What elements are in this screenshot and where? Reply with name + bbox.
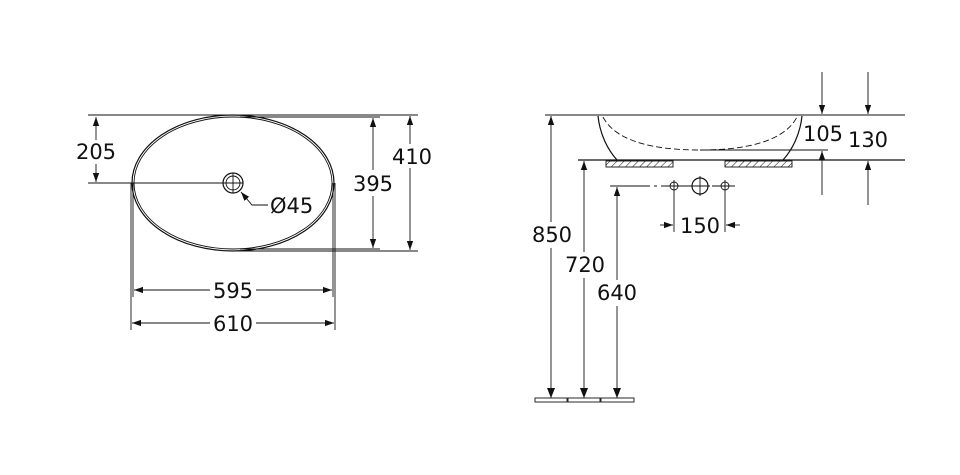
plan-view: Ø45 205 395 410 595 610	[76, 114, 432, 336]
counter-section-right	[724, 160, 793, 168]
dim-inner-width: 595	[213, 279, 253, 303]
dim-rim-height: 850	[532, 223, 572, 247]
dim-counter-height: 720	[565, 253, 605, 277]
dim-drain-offset: 205	[76, 140, 116, 164]
dim-inner-height: 105	[803, 122, 843, 146]
drain-icon	[222, 172, 244, 194]
dim-inner-depth: 395	[353, 172, 393, 196]
basin-inner-dashed	[602, 116, 798, 151]
basin-side-outline	[597, 115, 803, 161]
dim-outer-width: 610	[213, 312, 253, 336]
floor-line	[534, 397, 635, 403]
side-view: 150 105 130 850 720 640	[532, 72, 905, 403]
dim-tap-spacing: 150	[680, 214, 720, 238]
dim-outer-depth: 410	[392, 145, 432, 169]
dim-pipe-height: 640	[597, 281, 637, 305]
dim-drain-diameter: Ø45	[270, 194, 313, 218]
dim-total-height: 130	[848, 128, 888, 152]
tap-connection-icons	[669, 176, 730, 232]
counter-section-left	[605, 160, 674, 168]
